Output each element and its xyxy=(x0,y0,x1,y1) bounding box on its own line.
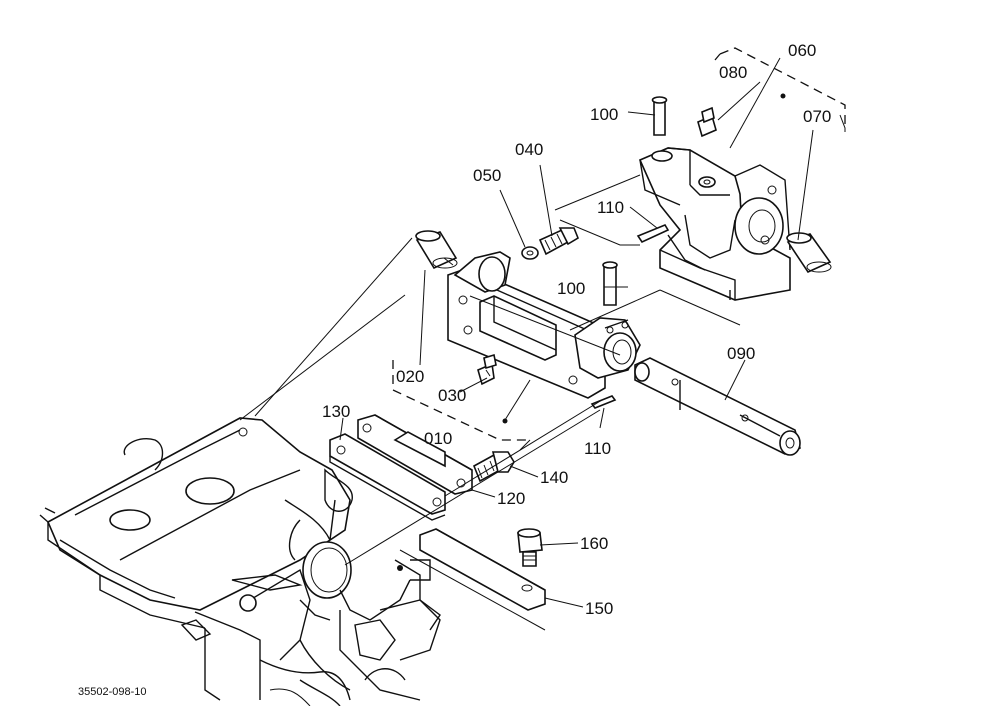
callout-050: 050 xyxy=(473,166,501,185)
part-130-plate xyxy=(357,414,473,495)
part-090-shaft xyxy=(634,357,801,456)
callout-100-lower: 100 xyxy=(557,279,585,298)
part-100-pin-lower xyxy=(602,261,618,306)
assembly-outlines xyxy=(239,47,846,566)
part-160-bolt xyxy=(517,528,543,567)
callout-080: 080 xyxy=(719,63,747,82)
callout-010: 010 xyxy=(424,429,452,448)
callout-040: 040 xyxy=(515,140,543,159)
part-010-bracket xyxy=(447,251,641,399)
part-030-grease-fitting xyxy=(477,353,497,386)
part-080-grease-fitting xyxy=(697,106,717,138)
part-070-bushing xyxy=(786,232,832,274)
part-150-bar xyxy=(419,528,546,611)
part-050-washer xyxy=(521,246,539,260)
part-100-pin-upper xyxy=(651,96,668,136)
callout-labels: 060 080 070 100 040 050 110 100 090 020 … xyxy=(322,41,831,618)
callout-110-lower: 110 xyxy=(584,439,611,458)
part-110-cotter-pin-upper xyxy=(636,224,670,244)
callout-060: 060 xyxy=(788,41,816,60)
callout-020: 020 xyxy=(396,367,424,386)
part-120-plate xyxy=(329,433,446,521)
callout-070: 070 xyxy=(803,107,831,126)
callout-130: 130 xyxy=(322,402,350,421)
drawing-code: 35502-098-10 xyxy=(78,686,147,698)
callout-100-upper: 100 xyxy=(590,105,618,124)
leader-lines xyxy=(339,57,814,608)
callout-160: 160 xyxy=(580,534,608,553)
part-110-cotter-pin-lower xyxy=(590,395,617,409)
base-mount-outline xyxy=(394,549,546,631)
part-020-bushing xyxy=(415,230,458,270)
callout-030: 030 xyxy=(438,386,466,405)
engine-housing xyxy=(39,417,441,707)
callout-150: 150 xyxy=(585,599,613,618)
part-040-bolt xyxy=(538,227,579,256)
callout-120: 120 xyxy=(497,489,525,508)
callout-140: 140 xyxy=(540,468,568,487)
callout-090: 090 xyxy=(727,344,755,363)
callout-110-upper: 110 xyxy=(597,198,624,217)
part-060-housing xyxy=(638,147,791,301)
